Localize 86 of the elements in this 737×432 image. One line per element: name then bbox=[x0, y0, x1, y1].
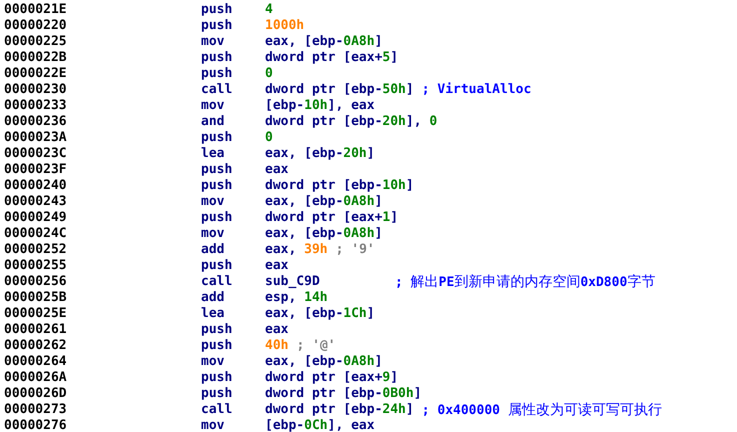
operand-text: eax bbox=[265, 258, 288, 274]
operand-text: dword ptr [eax+1] bbox=[265, 210, 398, 226]
instruction-mnemonic: add bbox=[201, 290, 224, 306]
address-text: 00000273 bbox=[4, 402, 67, 418]
instruction-mnemonic: push bbox=[201, 2, 232, 18]
instruction-mnemonic: mov bbox=[201, 194, 224, 210]
instruction-mnemonic: mov bbox=[201, 34, 224, 50]
address-text: 00000264 bbox=[4, 354, 67, 370]
instruction-mnemonic: push bbox=[201, 210, 232, 226]
operand-text: dword ptr [ebp-50h] bbox=[265, 82, 414, 98]
address-text: 00000261 bbox=[4, 322, 67, 338]
instruction-mnemonic: push bbox=[201, 386, 232, 402]
operand-text: 40h bbox=[265, 338, 288, 354]
instruction-mnemonic: mov bbox=[201, 418, 224, 432]
instruction-mnemonic: mov bbox=[201, 226, 224, 242]
address-text: 00000276 bbox=[4, 418, 67, 432]
instruction-mnemonic: push bbox=[201, 322, 232, 338]
address-text: 00000262 bbox=[4, 338, 67, 354]
operand-text: dword ptr [eax+9] bbox=[265, 370, 398, 386]
operand-text: eax, [ebp-0A8h] bbox=[265, 34, 382, 50]
operand-text: [ebp-10h], eax bbox=[265, 98, 375, 114]
operand-text: dword ptr [ebp-0B0h] bbox=[265, 386, 422, 402]
address-text: 00000225 bbox=[4, 34, 67, 50]
instruction-mnemonic: push bbox=[201, 178, 232, 194]
instruction-mnemonic: call bbox=[201, 274, 232, 290]
address-text: 00000233 bbox=[4, 98, 67, 114]
address-text: 00000230 bbox=[4, 82, 67, 98]
operand-text: 1000h bbox=[265, 18, 304, 34]
instruction-mnemonic: and bbox=[201, 114, 224, 130]
code-comment: ; '9' bbox=[336, 242, 375, 258]
address-text: 0000023A bbox=[4, 130, 67, 146]
code-comment: ; 解出PE到新申请的内存空间0xD800字节 bbox=[395, 274, 656, 291]
address-text: 0000026D bbox=[4, 386, 67, 402]
address-text: 00000240 bbox=[4, 178, 67, 194]
operand-text: eax bbox=[265, 162, 288, 178]
instruction-mnemonic: call bbox=[201, 82, 232, 98]
instruction-mnemonic: lea bbox=[201, 146, 224, 162]
address-text: 0000026A bbox=[4, 370, 67, 386]
address-text: 00000249 bbox=[4, 210, 67, 226]
operand-text: dword ptr [ebp-10h] bbox=[265, 178, 414, 194]
instruction-mnemonic: mov bbox=[201, 354, 224, 370]
operand-text: dword ptr [ebp-20h], 0 bbox=[265, 114, 438, 130]
operand-text: dword ptr [eax+5] bbox=[265, 50, 398, 66]
address-text: 0000025B bbox=[4, 290, 67, 306]
address-text: 00000256 bbox=[4, 274, 67, 290]
instruction-mnemonic: add bbox=[201, 242, 224, 258]
instruction-mnemonic: lea bbox=[201, 306, 224, 322]
operand-text: eax, [ebp-0A8h] bbox=[265, 226, 382, 242]
operand-text: esp, 14h bbox=[265, 290, 328, 306]
operand-text: eax, [ebp-1Ch] bbox=[265, 306, 375, 322]
code-comment: ; VirtualAlloc bbox=[422, 82, 532, 98]
instruction-mnemonic: push bbox=[201, 66, 232, 82]
operand-text: [ebp-0Ch], eax bbox=[265, 418, 375, 432]
address-text: 0000025E bbox=[4, 306, 67, 322]
address-text: 00000243 bbox=[4, 194, 67, 210]
instruction-mnemonic: push bbox=[201, 130, 232, 146]
address-text: 00000236 bbox=[4, 114, 67, 130]
instruction-mnemonic: push bbox=[201, 162, 232, 178]
instruction-mnemonic: push bbox=[201, 18, 232, 34]
address-text: 0000022E bbox=[4, 66, 67, 82]
operand-text: 4 bbox=[265, 2, 273, 18]
operand-text: eax, [ebp-0A8h] bbox=[265, 194, 382, 210]
address-text: 00000252 bbox=[4, 242, 67, 258]
operand-text: sub_C9D bbox=[265, 274, 320, 290]
instruction-mnemonic: push bbox=[201, 370, 232, 386]
address-text: 0000024C bbox=[4, 226, 67, 242]
address-text: 0000021E bbox=[4, 2, 67, 18]
code-comment: ; 0x400000 属性改为可读可写可执行 bbox=[422, 402, 662, 419]
address-text: 00000220 bbox=[4, 18, 67, 34]
instruction-mnemonic: push bbox=[201, 338, 232, 354]
code-comment: ; '@' bbox=[296, 338, 336, 354]
address-text: 0000023F bbox=[4, 162, 67, 178]
instruction-mnemonic: call bbox=[201, 402, 232, 418]
operand-text: 0 bbox=[265, 130, 273, 146]
address-text: 0000022B bbox=[4, 50, 67, 66]
operand-text: eax, [ebp-0A8h] bbox=[265, 354, 382, 370]
operand-text: eax bbox=[265, 322, 288, 338]
instruction-mnemonic: push bbox=[201, 50, 232, 66]
operand-text: eax, 39h bbox=[265, 242, 328, 258]
address-text: 0000023C bbox=[4, 146, 67, 162]
address-text: 00000255 bbox=[4, 258, 67, 274]
operand-text: dword ptr [ebp-24h] bbox=[265, 402, 414, 418]
instruction-mnemonic: mov bbox=[201, 98, 224, 114]
operand-text: 0 bbox=[265, 66, 273, 82]
instruction-mnemonic: push bbox=[201, 258, 232, 274]
operand-text: eax, [ebp-20h] bbox=[265, 146, 375, 162]
